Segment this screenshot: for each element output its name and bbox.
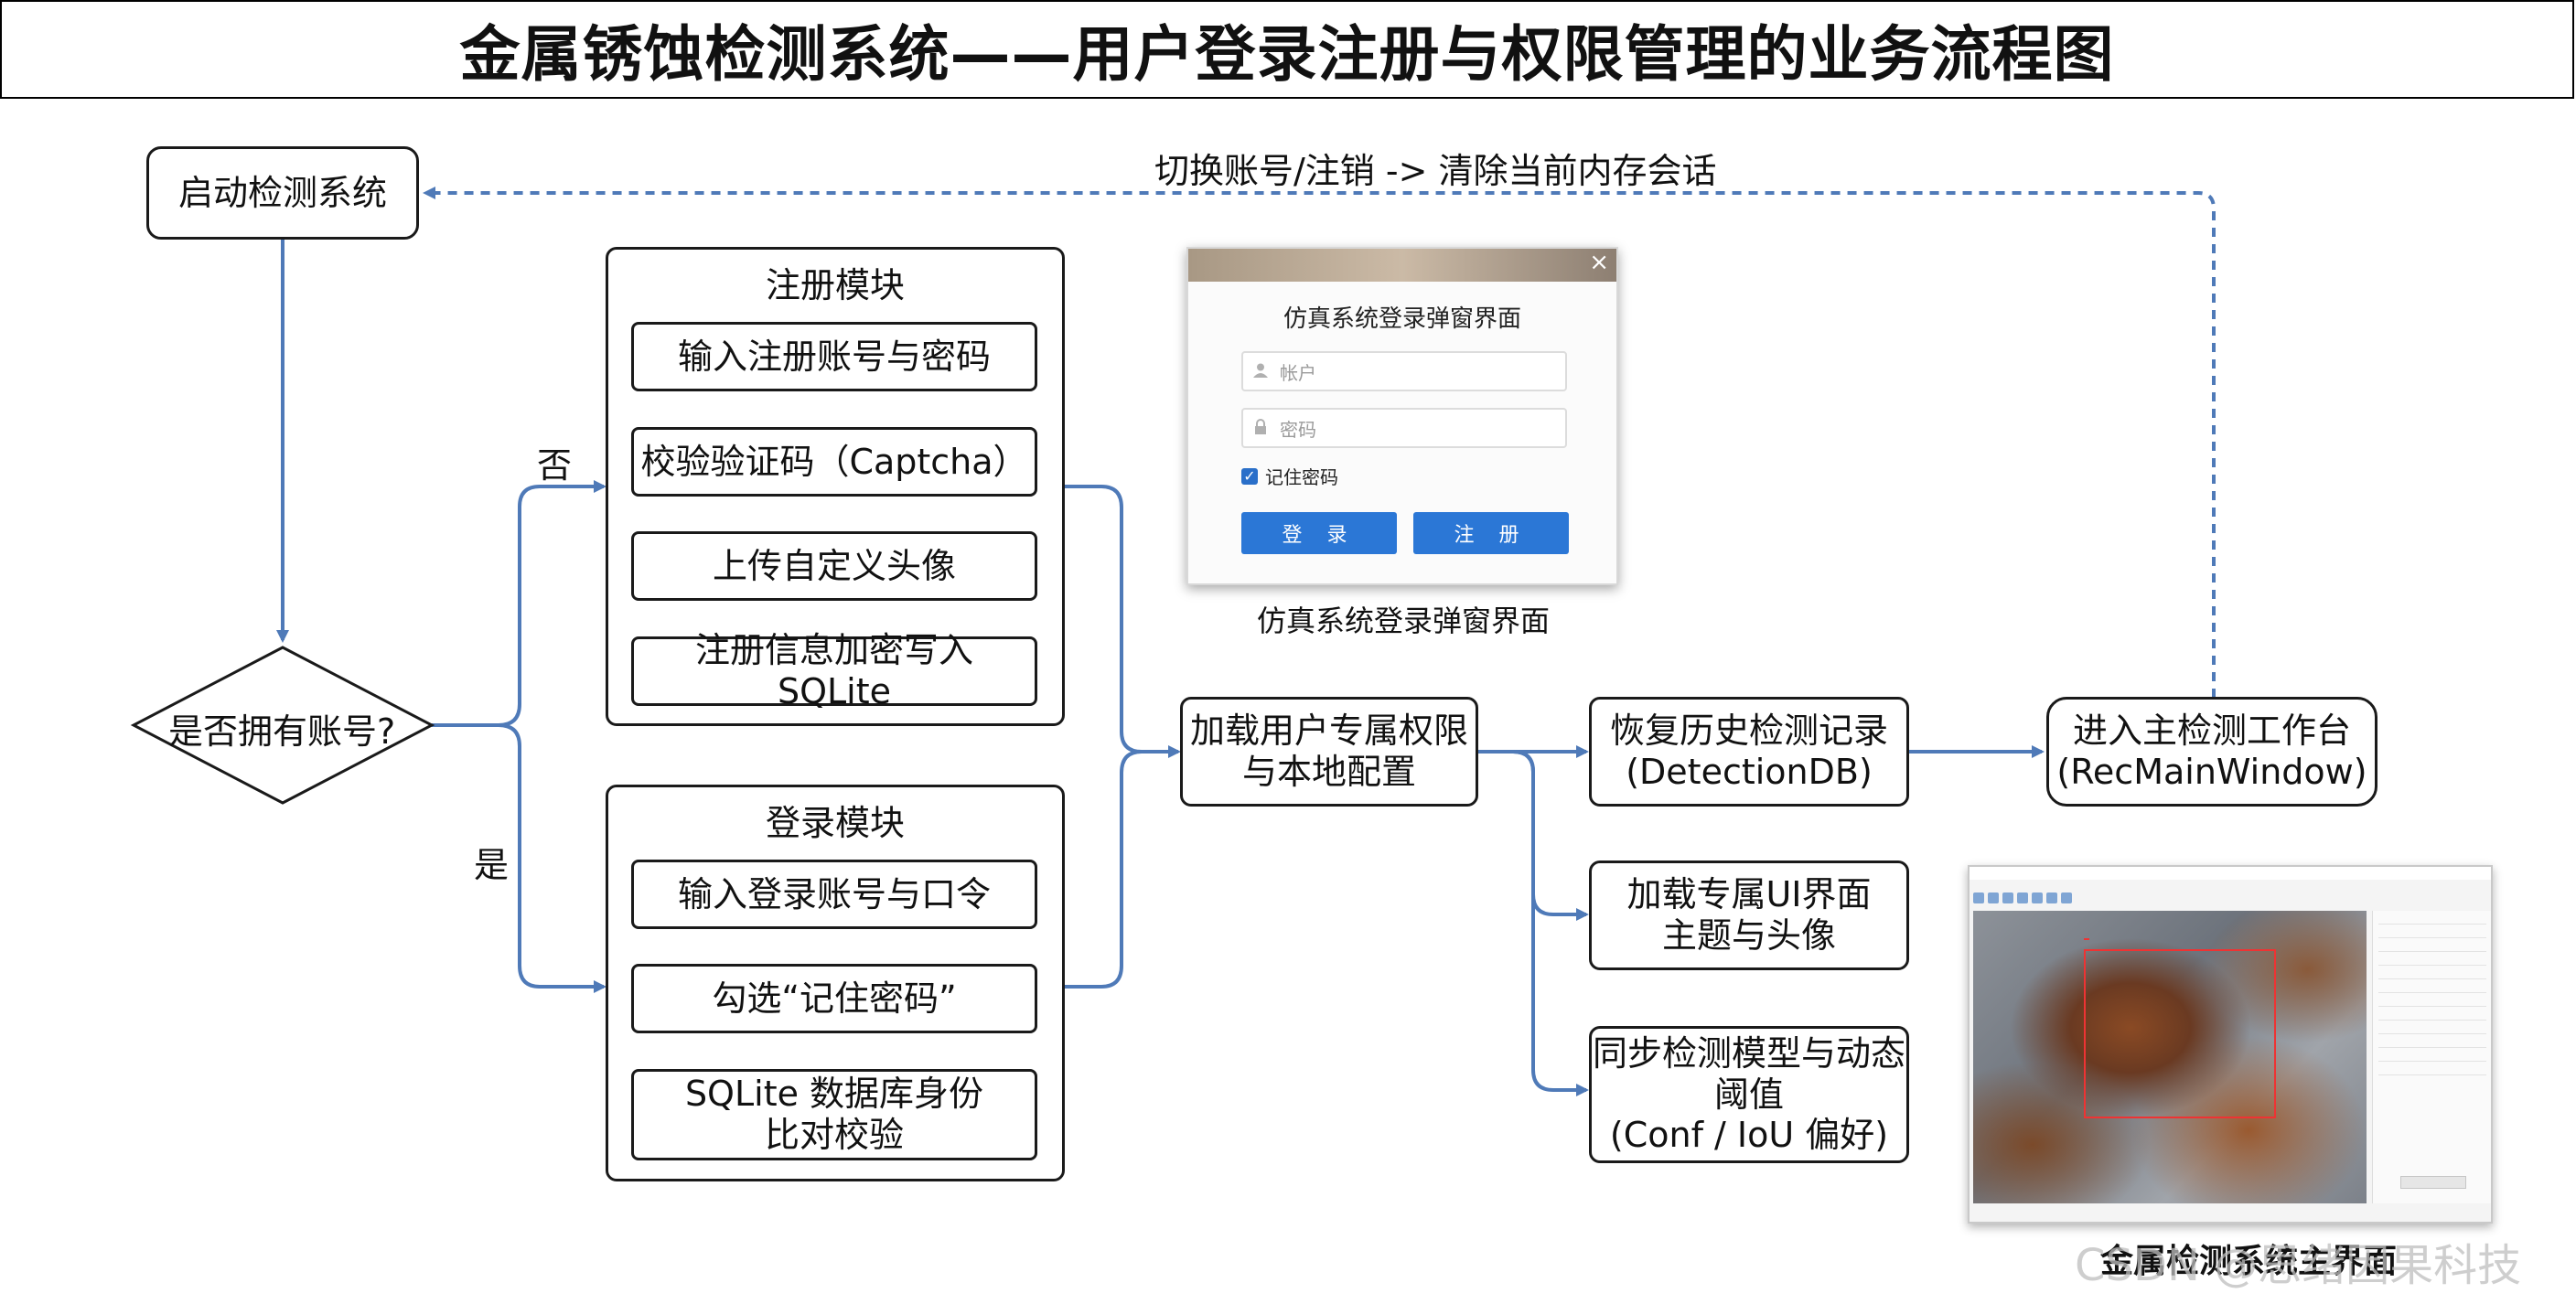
main-window-toolbar — [1973, 892, 2072, 905]
register-step-4: 注册信息加密写入 SQLite — [631, 630, 1037, 711]
login-step-2-text: 勾选“记住密码” — [712, 978, 957, 1019]
panel-button — [2400, 1176, 2466, 1189]
sync-model-line3: (Conf / IoU 偏好) — [1609, 1115, 1889, 1156]
sync-model-line1: 同步检测模型与动态 — [1592, 1032, 1905, 1074]
register-step-1-text: 输入注册账号与密码 — [677, 336, 991, 377]
main-window-titlebar — [1970, 867, 2491, 880]
load-permissions-line2: 与本地配置 — [1241, 752, 1416, 792]
login-step-1-text: 输入登录账号与口令 — [677, 873, 991, 914]
login-step-3-text-a: SQLite 数据库身份 — [684, 1074, 984, 1115]
branch-no-label: 否 — [537, 445, 573, 486]
lock-icon — [1255, 419, 1266, 434]
login-dialog-screenshot: × 仿真系统登录弹窗界面 帐户 密码 ✓ 记住密码 登 录 注 册 — [1186, 247, 1618, 585]
login-dialog-title: 仿真系统登录弹窗界面 — [1283, 305, 1521, 333]
register-button[interactable]: 注 册 — [1413, 512, 1569, 554]
register-step-3: 上传自定义头像 — [631, 531, 1037, 601]
login-module-title: 登录模块 — [765, 803, 905, 843]
remember-label: 记住密码 — [1265, 466, 1338, 488]
load-ui-node: 加载专属UI界面 主题与头像 — [1589, 860, 1909, 970]
title-bar: 金属锈蚀检测系统——用户登录注册与权限管理的业务流程图 — [0, 0, 2574, 99]
restore-history-node: 恢复历史检测记录 (DetectionDB) — [1589, 697, 1909, 807]
decision-label: 是否拥有账号? — [168, 703, 395, 754]
login-dialog-header — [1188, 249, 1616, 282]
main-window-menubar — [1970, 880, 2491, 891]
login-step-3: SQLite 数据库身份 比对校验 — [631, 1069, 1037, 1160]
rust-image — [1973, 911, 2367, 1203]
start-node: 启动检测系统 — [146, 146, 419, 240]
login-button[interactable]: 登 录 — [1241, 512, 1397, 554]
sync-model-node: 同步检测模型与动态 阈值 (Conf / IoU 偏好) — [1589, 1026, 1909, 1163]
user-icon — [1253, 363, 1268, 378]
enter-workbench-line1: 进入主检测工作台 — [2072, 711, 2351, 752]
decision-diamond — [130, 646, 435, 805]
sync-model-line2: 阈值 — [1713, 1074, 1784, 1115]
register-step-2: 校验验证码（Captcha） — [631, 427, 1037, 497]
load-permissions-node: 加载用户专属权限 与本地配置 — [1180, 697, 1478, 807]
login-step-3-text-b: 比对校验 — [764, 1115, 904, 1155]
edge-decision-register — [432, 480, 606, 727]
start-label: 启动检测系统 — [177, 172, 387, 213]
password-placeholder: 密码 — [1280, 418, 1316, 441]
checkmark-icon: ✓ — [1241, 467, 1258, 485]
watermark: CSDN @思绪因果科技 — [2075, 1240, 2522, 1291]
load-permissions-line1: 加载用户专属权限 — [1189, 711, 1468, 752]
edge-login-load — [1065, 750, 1178, 989]
branch-yes-label: 是 — [474, 845, 510, 885]
load-ui-line1: 加载专属UI界面 — [1626, 874, 1872, 915]
main-window-screenshot — [1968, 865, 2493, 1224]
decision-text: 是否拥有账号? — [168, 711, 396, 752]
loop-back-label: 切换账号/注销 -> 清除当前内存会话 — [1154, 151, 1717, 191]
login-dialog-caption: 仿真系统登录弹窗界面 — [1257, 604, 1551, 638]
login-step-1: 输入登录账号与口令 — [631, 860, 1037, 929]
enter-workbench-line2: (RecMainWindow) — [2056, 752, 2367, 792]
diagram-title: 金属锈蚀检测系统——用户登录注册与权限管理的业务流程图 — [459, 19, 2115, 90]
edge-load-sync — [1512, 750, 1589, 1096]
login-step-2: 勾选“记住密码” — [631, 964, 1037, 1033]
detection-label — [2084, 938, 2089, 940]
register-step-2-text: 校验验证码（Captcha） — [640, 441, 1028, 482]
restore-history-line1: 恢复历史检测记录 — [1609, 711, 1888, 752]
register-step-3-text: 上传自定义头像 — [712, 545, 956, 586]
detection-box — [2084, 949, 2276, 1118]
edge-decision-login — [432, 723, 606, 993]
enter-workbench-node: 进入主检测工作台 (RecMainWindow) — [2046, 697, 2377, 807]
account-field[interactable]: 帐户 — [1241, 351, 1567, 391]
remember-checkbox[interactable]: ✓ 记住密码 — [1241, 463, 1338, 489]
register-step-4-text: 注册信息加密写入 SQLite — [694, 630, 973, 711]
register-module-title: 注册模块 — [765, 265, 905, 305]
register-step-1: 输入注册账号与密码 — [631, 322, 1037, 391]
load-ui-line2: 主题与头像 — [1661, 915, 1836, 956]
edge-register-load — [1065, 485, 1181, 758]
edge-loop-back — [423, 187, 2216, 698]
restore-history-line2: (DetectionDB) — [1626, 752, 1873, 792]
password-field[interactable]: 密码 — [1241, 408, 1567, 448]
main-window-caption: 金属检测系统主界面 — [2100, 1243, 2398, 1280]
account-placeholder: 帐户 — [1280, 361, 1316, 384]
close-icon[interactable]: × — [1589, 249, 1609, 276]
results-panel — [2372, 911, 2491, 1203]
